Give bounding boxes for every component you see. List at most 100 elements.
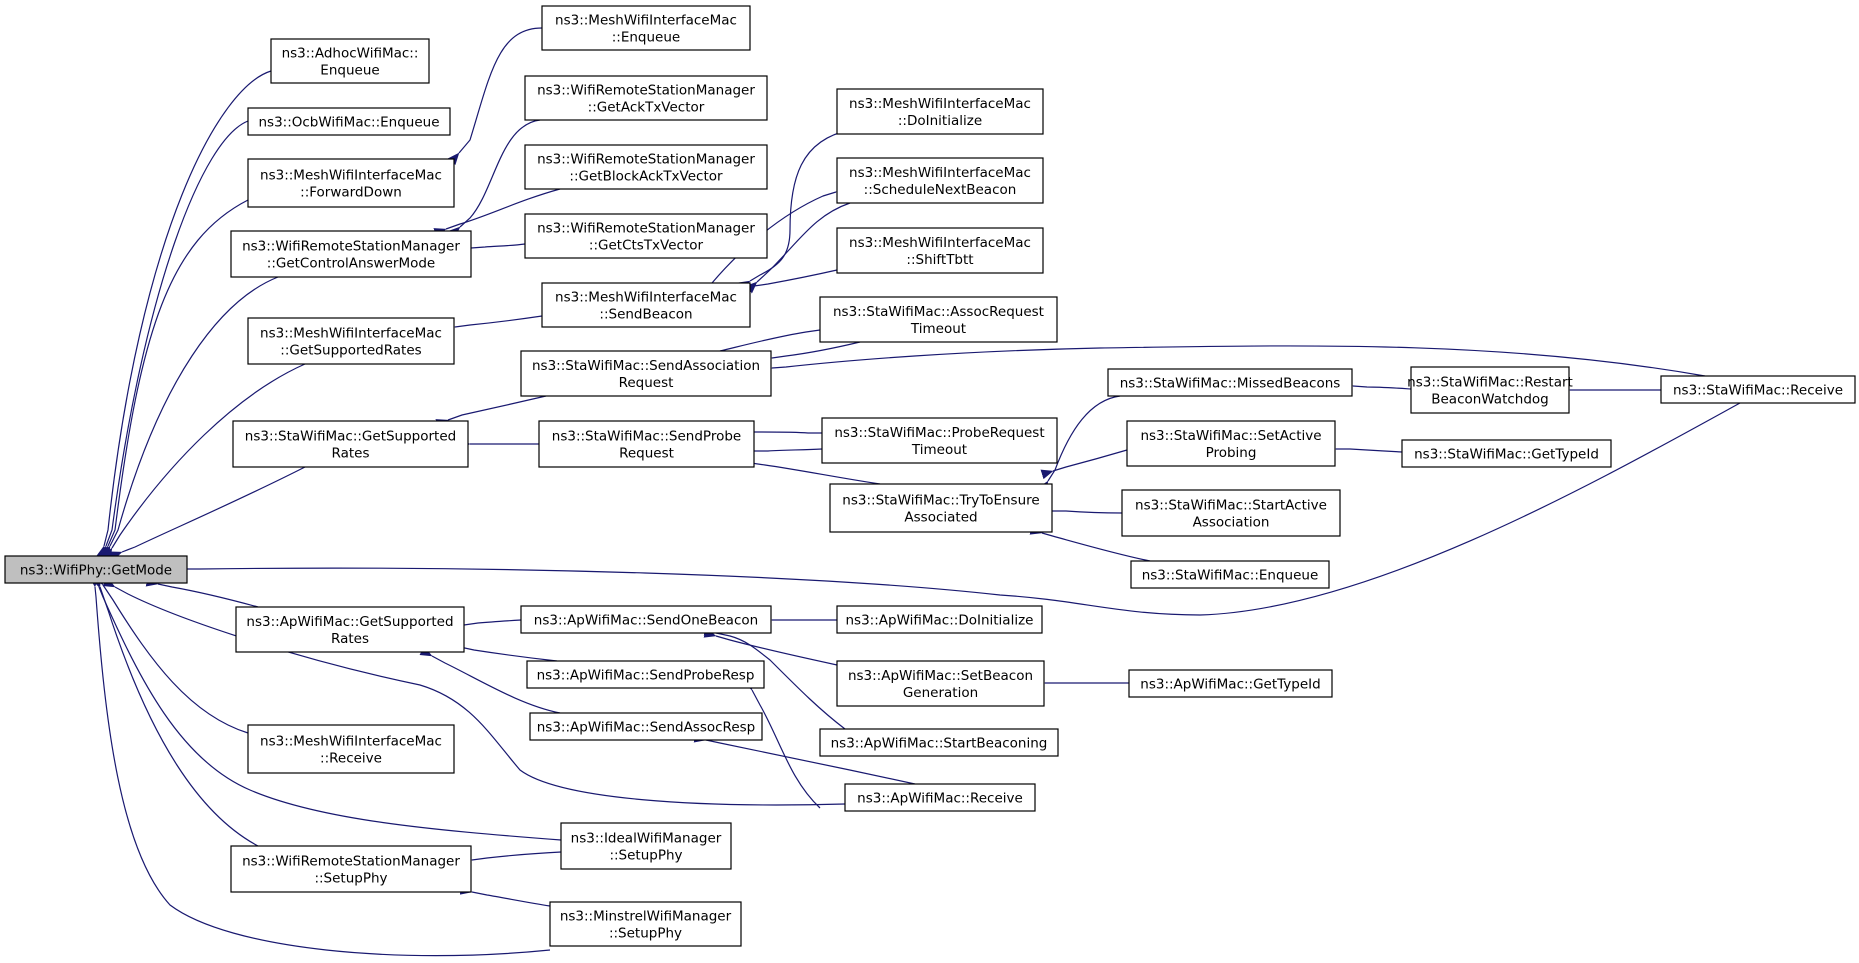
edge-line — [703, 628, 838, 666]
edge-sta-sendassoc-to-sta-gsr — [435, 395, 547, 429]
edge-line — [742, 446, 823, 456]
node-sta-recv[interactable]: ns3::StaWifiMac::Receive — [1660, 375, 1856, 404]
edge-line — [459, 243, 526, 254]
node-mesh-enq[interactable]: ns3::MeshWifiInterfaceMac::Enqueue — [541, 5, 751, 51]
node-label-line: ns3::ApWifiMac::DoInitialize — [846, 613, 1034, 629]
node-label-line: Rates — [331, 631, 369, 647]
node-ideal-setup[interactable]: ns3::IdealWifiManager::SetupPhy — [560, 822, 732, 870]
node-ap-sendassoc[interactable]: ns3::ApWifiMac::SendAssocResp — [529, 712, 763, 741]
node-mesh-sched[interactable]: ns3::MeshWifiInterfaceMac::ScheduleNextB… — [836, 157, 1044, 204]
node-box — [524, 75, 768, 121]
edge-line — [760, 345, 1706, 377]
edge-wrsm-ack-to-wrsm-gcam — [448, 119, 541, 239]
node-label-line: ns3::MeshWifiInterfaceMac — [260, 734, 442, 750]
node-box — [836, 88, 1044, 135]
node-label-line: ns3::StaWifiMac::Receive — [1673, 383, 1843, 399]
node-box — [1121, 489, 1341, 537]
node-label-line: ::ScheduleNextBeacon — [864, 182, 1017, 198]
edge-line — [693, 732, 916, 785]
node-minstrel-setup[interactable]: ns3::MinstrelWifiManager::SetupPhy — [549, 901, 742, 947]
node-ocb-enq[interactable]: ns3::OcbWifiMac::Enqueue — [247, 107, 451, 136]
node-label-line: ns3::WifiRemoteStationManager — [242, 239, 460, 255]
node-label-line: ns3::StaWifiMac::GetTypeId — [1414, 447, 1599, 463]
edge-line — [448, 119, 541, 239]
node-label-line: ns3::StaWifiMac::StartActive — [1135, 498, 1327, 514]
node-mesh-sendb[interactable]: ns3::MeshWifiInterfaceMac::SendBeacon — [541, 282, 751, 328]
node-box — [541, 282, 751, 328]
node-mesh-doinit[interactable]: ns3::MeshWifiInterfaceMac::DoInitialize — [836, 88, 1044, 135]
node-label-line: Timeout — [911, 442, 967, 458]
node-box — [520, 605, 772, 634]
edge-line — [1029, 525, 1151, 562]
edge-line — [433, 188, 561, 238]
node-ap-sendone[interactable]: ns3::ApWifiMac::SendOneBeacon — [520, 605, 772, 634]
node-box — [821, 417, 1058, 464]
node-box — [836, 157, 1044, 204]
node-label-line: Associated — [904, 510, 977, 526]
node-wrsm-setup[interactable]: ns3::WifiRemoteStationManager::SetupPhy — [230, 845, 472, 893]
edge-line — [97, 120, 249, 559]
node-label-line: ns3::ApWifiMac::GetSupported — [246, 614, 453, 630]
node-label-line: ns3::StaWifiMac::TryToEnsure — [842, 493, 1039, 509]
node-label-line: ns3::WifiRemoteStationManager — [537, 152, 755, 168]
node-label-line: ns3::OcbWifiMac::Enqueue — [258, 115, 439, 131]
node-box — [829, 483, 1053, 533]
edge-sta-assocto-to-sta-sendassoc — [759, 341, 861, 365]
node-box — [529, 712, 763, 741]
edge-line — [753, 428, 834, 438]
node-wrsm-gcam[interactable]: ns3::WifiRemoteStationManager::GetContro… — [230, 230, 472, 278]
node-ap-startb[interactable]: ns3::ApWifiMac::StartBeaconing — [819, 728, 1059, 757]
node-wrsm-back[interactable]: ns3::WifiRemoteStationManager::GetBlockA… — [524, 144, 768, 190]
edge-line — [96, 70, 272, 559]
node-mesh-fwd[interactable]: ns3::MeshWifiInterfaceMac::ForwardDown — [247, 158, 455, 208]
node-ap-doinit[interactable]: ns3::ApWifiMac::DoInitialize — [836, 605, 1043, 634]
node-ap-recv[interactable]: ns3::ApWifiMac::Receive — [844, 783, 1036, 812]
node-getmode[interactable]: ns3::WifiPhy::GetMode — [4, 555, 188, 584]
edge-mesh-enq-to-mesh-fwd — [447, 27, 543, 166]
node-box — [4, 555, 188, 584]
edge-line — [459, 884, 551, 907]
node-mesh-recv[interactable]: ns3::MeshWifiInterfaceMac::Receive — [247, 724, 455, 774]
node-label-line: BeaconWatchdog — [1431, 392, 1549, 408]
node-label-line: ::SendBeacon — [599, 307, 692, 323]
edge-mesh-recv-to-getmode — [92, 572, 249, 734]
node-wrsm-ack[interactable]: ns3::WifiRemoteStationManager::GetAckTxV… — [524, 75, 768, 121]
edge-mesh-fwd-to-getmode — [98, 199, 249, 559]
node-box — [538, 420, 755, 468]
node-box — [247, 158, 455, 208]
node-sta-gsr[interactable]: ns3::StaWifiMac::GetSupportedRates — [232, 420, 469, 468]
edge-wrsm-cts-to-wrsm-gcam — [459, 243, 526, 254]
node-label-line: ns3::IdealWifiManager — [571, 831, 722, 847]
node-label-line: ns3::MeshWifiInterfaceMac — [849, 96, 1031, 112]
edge-mesh-sched-to-mesh-sendb — [745, 202, 851, 294]
node-sta-gettype[interactable]: ns3::StaWifiMac::GetTypeId — [1401, 439, 1612, 468]
node-mesh-gsr[interactable]: ns3::MeshWifiInterfaceMac::GetSupportedR… — [247, 317, 455, 365]
node-label-line: ::SetupPhy — [314, 871, 387, 887]
node-box — [1128, 669, 1333, 698]
node-ap-gettype[interactable]: ns3::ApWifiMac::GetTypeId — [1128, 669, 1333, 698]
node-wrsm-cts[interactable]: ns3::WifiRemoteStationManager::GetCtsTxV… — [524, 213, 768, 259]
node-mesh-shift[interactable]: ns3::MeshWifiInterfaceMac::ShiftTbtt — [836, 227, 1044, 274]
edge-wrsm-setup-to-getmode — [91, 574, 259, 847]
edge-line — [419, 646, 561, 714]
edge-line — [738, 456, 881, 485]
node-sta-enq[interactable]: ns3::StaWifiMac::Enqueue — [1130, 560, 1330, 589]
node-sta-missed[interactable]: ns3::StaWifiMac::MissedBeacons — [1107, 368, 1353, 397]
edge-line — [745, 202, 851, 294]
node-ap-gsr[interactable]: ns3::ApWifiMac::GetSupportedRates — [235, 606, 465, 653]
node-ap-sendprobe[interactable]: ns3::ApWifiMac::SendProbeResp — [526, 660, 765, 689]
edge-line — [451, 619, 522, 632]
node-adhoc-enq[interactable]: ns3::AdhocWifiMac::Enqueue — [270, 38, 430, 84]
node-label-line: ::Enqueue — [612, 30, 680, 46]
node-label-line: ::DoInitialize — [898, 113, 982, 129]
edge-line — [703, 625, 846, 730]
